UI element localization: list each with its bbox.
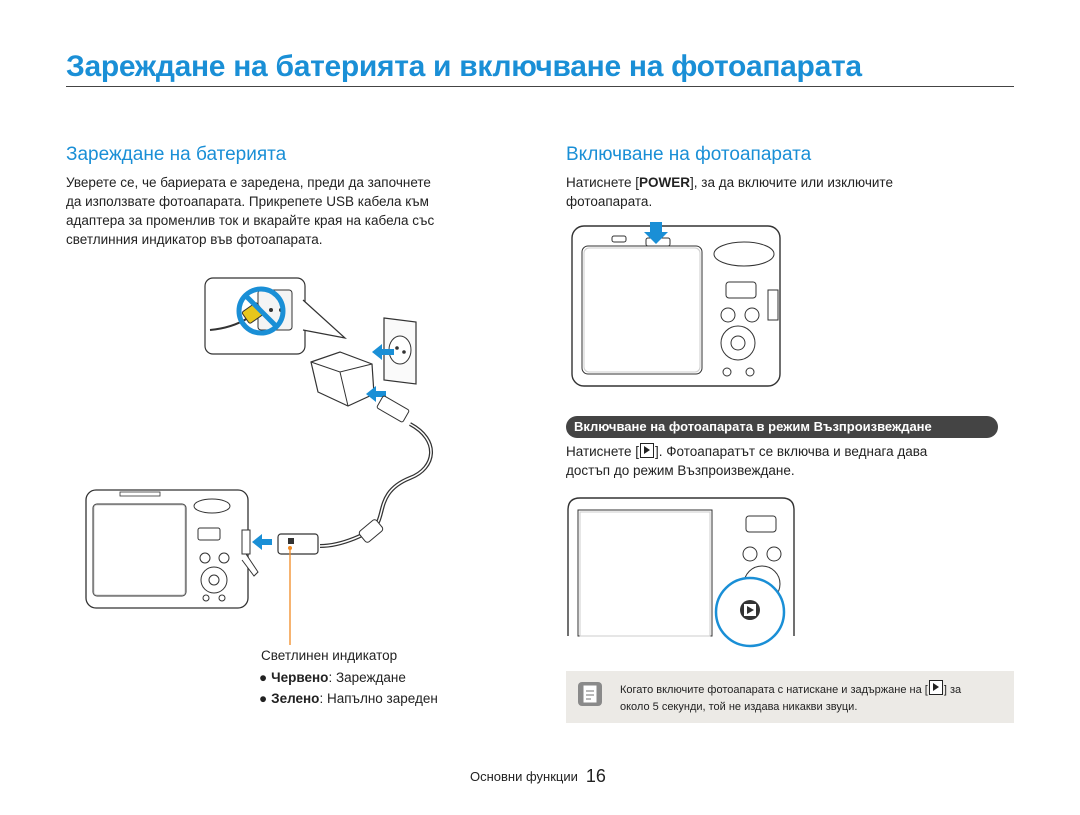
state-green: ●Зелено: Напълно зареден	[259, 691, 438, 706]
state-red-label: Червено	[271, 670, 329, 685]
indicator-caption: Светлинен индикатор	[261, 648, 398, 663]
charging-line-3: адаптера за променлив ток и вкарайте кра…	[66, 213, 435, 228]
play-text-2: ]. Фотоапаратът се включва и веднага дав…	[655, 444, 928, 459]
note-icon	[578, 682, 602, 706]
page-title: Зареждане на батерията и включване на фо…	[66, 50, 862, 83]
power-key: POWER	[639, 175, 691, 190]
playback-line-2: достъп до режим Възпроизвеждане.	[566, 463, 795, 478]
charging-line-2: да използвате фотоапарата. Прикрепете US…	[66, 194, 429, 209]
power-text-2: ], за да включите или изключите	[690, 175, 893, 190]
page-number: 16	[585, 766, 606, 786]
note-text-2: ] за	[943, 684, 962, 696]
ac-adapter	[310, 351, 375, 407]
note-box: Когато включите фотоапарата с натискане …	[566, 671, 1014, 723]
usb-cable	[277, 395, 433, 555]
footer-section: Основни функции	[470, 769, 578, 784]
play-button-icon	[740, 600, 760, 620]
state-green-label: Зелено	[271, 691, 320, 706]
charging-heading: Зареждане на батерията	[66, 144, 287, 165]
power-instructions: Натиснете [POWER], за да включите или из…	[566, 173, 1006, 211]
play-button-icon	[640, 443, 654, 458]
charging-line-4: светлинния индикатор във фотоапарата.	[66, 232, 323, 247]
power-text-1: Натиснете [	[566, 175, 639, 190]
note-line-1: Когато включите фотоапарата с натискане …	[620, 680, 1010, 699]
play-button-icon	[928, 680, 943, 695]
prohibited-icon	[236, 286, 286, 336]
page-footer: Основни функции 16	[470, 766, 606, 787]
play-text-1: Натиснете [	[566, 444, 639, 459]
title-rule	[66, 86, 1014, 87]
prohibition-inset	[204, 277, 347, 355]
playback-line-1: Натиснете [ ]. Фотоапаратът се включва и …	[566, 442, 1006, 461]
playback-instructions: Натиснете [ ]. Фотоапаратът се включва и …	[566, 442, 1006, 480]
note-text: Когато включите фотоапарата с натискане …	[620, 680, 1010, 716]
camera-charging	[85, 489, 259, 609]
bullet-icon: ●	[259, 691, 268, 706]
power-heading: Включване на фотоапарата	[566, 144, 812, 165]
note-line-2: около 5 секунди, той не издава никакви з…	[620, 701, 858, 713]
camera-power	[571, 222, 781, 387]
state-red-desc: : Зареждане	[328, 670, 406, 685]
arrow-icon	[252, 344, 394, 550]
power-line-1: Натиснете [POWER], за да включите или из…	[566, 173, 1006, 192]
camera-playback	[567, 497, 795, 648]
wall-socket	[383, 317, 417, 385]
power-line-2: фотоапарата.	[566, 194, 653, 209]
state-red: ●Червено: Зареждане	[259, 670, 406, 685]
state-green-desc: : Напълно зареден	[319, 691, 438, 706]
bullet-icon: ●	[259, 670, 268, 685]
note-text-1: Когато включите фотоапарата с натискане …	[620, 684, 928, 696]
charging-instructions: Уверете се, че бариерата е заредена, пре…	[66, 173, 486, 249]
playback-mode-banner: Включване на фотоапарата в режим Възпрои…	[566, 416, 998, 438]
indicator-pointer	[288, 546, 292, 645]
charging-line-1: Уверете се, че бариерата е заредена, пре…	[66, 175, 431, 190]
